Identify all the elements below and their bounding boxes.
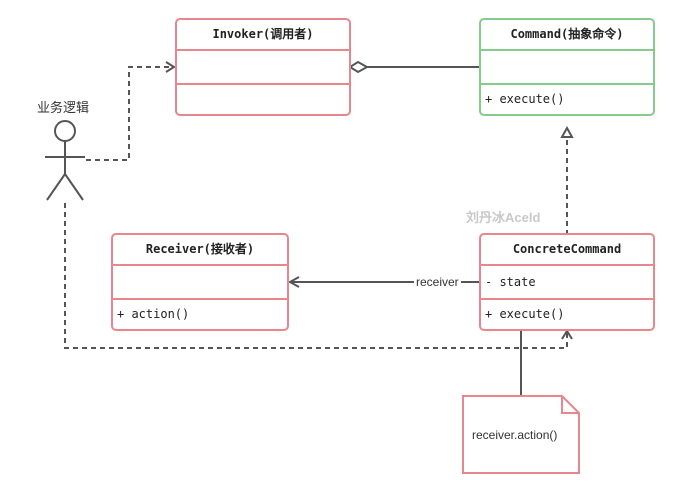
command-methods-section: + execute()	[481, 85, 653, 114]
actor-left-leg	[46, 173, 66, 201]
note-text: receiver.action()	[472, 428, 558, 442]
watermark-text: 刘丹冰Aceld	[466, 210, 541, 225]
receiver-class: Receiver(接收者) + action()	[111, 233, 289, 331]
concretecommand-attributes-section: - state	[481, 266, 653, 300]
realization-concretecommand-command	[560, 125, 574, 235]
concretecommand-class: ConcreteCommand - state + execute()	[479, 233, 655, 331]
receiver-methods-section: + action()	[113, 300, 287, 329]
aggregation-invoker-command	[348, 60, 480, 74]
invoker-attributes-section	[177, 51, 349, 85]
actor-stick-figure	[45, 120, 85, 201]
command-class-name: Command(抽象命令)	[481, 20, 653, 51]
concretecommand-methods-section: + execute()	[481, 300, 653, 329]
receiver-attributes-section	[113, 266, 287, 300]
command-class: Command(抽象命令) + execute()	[479, 18, 655, 116]
invoker-class: Invoker(调用者)	[175, 18, 351, 116]
invoker-class-name: Invoker(调用者)	[177, 20, 349, 51]
actor-label: 业务逻辑	[37, 100, 90, 115]
invoker-methods-section	[177, 85, 349, 114]
concretecommand-method-execute: + execute()	[485, 307, 565, 321]
dependency-actor-to-concretecommand	[64, 203, 573, 349]
receiver-class-name: Receiver(接收者)	[113, 235, 287, 266]
concretecommand-class-name: ConcreteCommand	[481, 235, 653, 266]
command-method-execute: + execute()	[485, 92, 565, 106]
concretecommand-attribute-state: - state	[485, 275, 536, 289]
receiver-method-action: + action()	[117, 307, 190, 321]
actor-right-leg	[64, 173, 84, 201]
receiver-association-label: receiver	[414, 275, 461, 289]
actor-head	[54, 120, 76, 142]
command-attributes-section	[481, 51, 653, 85]
dependency-actor-to-invoker	[86, 61, 176, 161]
note-shape	[462, 395, 580, 474]
